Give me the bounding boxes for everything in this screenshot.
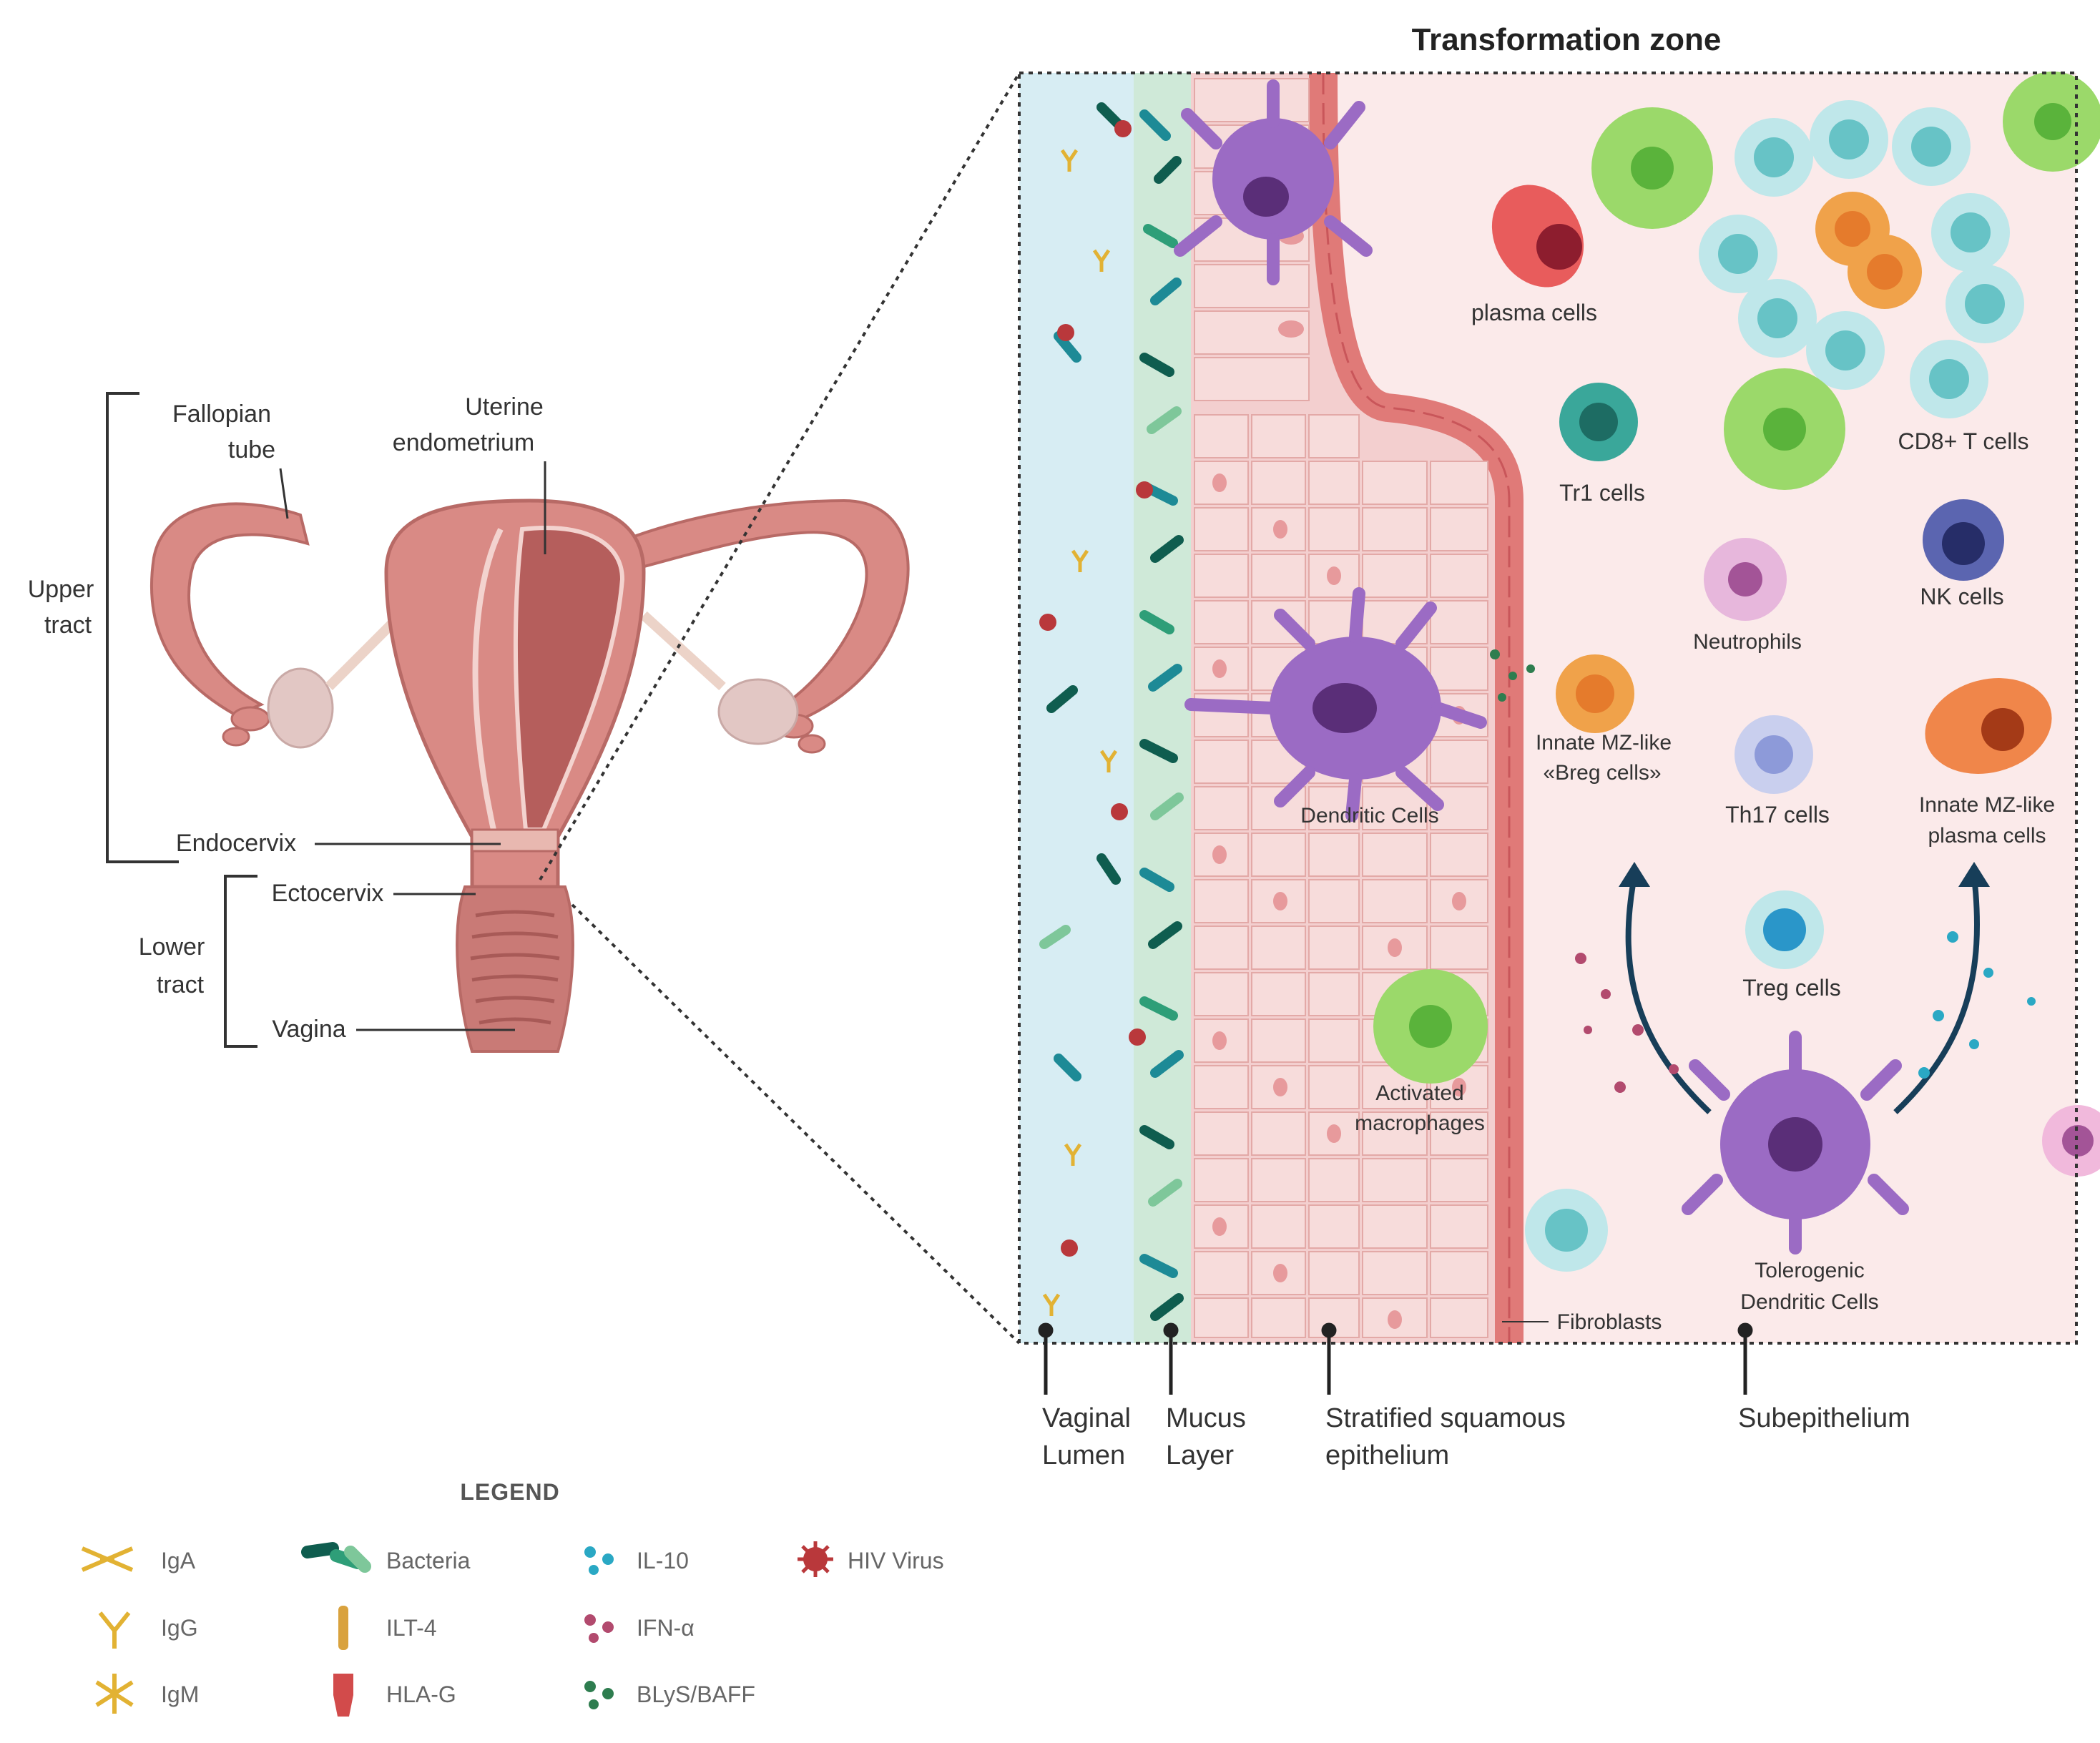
macrophages-label-1: Activated [1375, 1081, 1463, 1105]
lower-tract-label-1: Lower [139, 933, 205, 961]
tr1-cell [1559, 383, 1638, 461]
ectocervix-label: Ectocervix [272, 880, 384, 907]
mz-plasma-label-2: plasma cells [1928, 824, 2046, 848]
epithelium-label-2: epithelium [1325, 1440, 1449, 1470]
legend-ifna: IFN-α [637, 1615, 695, 1641]
treg-label: Treg cells [1742, 975, 1841, 1001]
legend-il10: IL-10 [637, 1548, 689, 1573]
il10-legend-icon [584, 1546, 614, 1575]
breg-cell [1556, 654, 1634, 733]
tolerogenic-label-1: Tolerogenic [1755, 1259, 1864, 1282]
plasma-cells-label: plasma cells [1471, 300, 1597, 325]
fallopian-tube-label-2: tube [228, 436, 275, 463]
fibroblasts-label: Fibroblasts [1557, 1310, 1662, 1334]
dendritic-label: Dendritic Cells [1300, 804, 1438, 828]
transformation-zone-panel [1018, 72, 2100, 1345]
anatomy-labels: Fallopian tube Uterine endometrium Upper… [28, 392, 546, 1048]
subepithelium-label: Subepithelium [1738, 1403, 1910, 1433]
uterine-endometrium-label-1: Uterine [465, 393, 544, 421]
legend-blys: BLyS/BAFF [637, 1681, 755, 1707]
bacteria-cluster [1039, 102, 1184, 1321]
bacteria-legend-icon [301, 1542, 371, 1573]
blys-dots [1490, 649, 1535, 702]
nk-label: NK cells [1920, 584, 2003, 609]
mz-plasma-cell [1925, 678, 2052, 774]
vaginal-lumen-label-1: Vaginal [1042, 1403, 1131, 1433]
neutrophils-label: Neutrophils [1693, 630, 1802, 654]
epithelium-label-1: Stratified squamous [1325, 1403, 1566, 1433]
igm-legend-icon [95, 1674, 134, 1714]
endocervix-label: Endocervix [176, 830, 296, 857]
dendritic-cell-top [1174, 79, 1373, 285]
legend-hiv: HIV Virus [848, 1548, 944, 1573]
neutrophil-cell [1704, 538, 1787, 621]
panel-frame [1018, 72, 2078, 1345]
lower-tract-label-2: tract [157, 971, 205, 998]
mucus-layer-region [1134, 73, 1191, 1343]
legend-bacteria: Bacteria [386, 1548, 471, 1573]
th17-label: Th17 cells [1725, 802, 1830, 828]
fallopian-tube-label-1: Fallopian [172, 401, 271, 428]
cytokine-arrow-left [1625, 875, 1712, 1114]
tr1-label: Tr1 cells [1559, 480, 1645, 506]
ilt4-legend-icon [338, 1606, 348, 1650]
legend-igm: IgM [161, 1681, 199, 1707]
th17-cell [1735, 715, 1813, 794]
activated-macrophage [1373, 969, 1488, 1084]
vaginal-lumen-label-2: Lumen [1042, 1440, 1125, 1470]
hiv-particles [1039, 120, 1153, 1257]
mz-plasma-label-1: Innate MZ-like [1919, 793, 2055, 817]
plasma-cell-top [1491, 185, 1584, 288]
legend-iga: IgA [161, 1548, 196, 1573]
uterine-endometrium-label-2: endometrium [393, 429, 534, 456]
vaginal-lumen-region [1019, 73, 1134, 1343]
ifna-dots [1575, 953, 1679, 1093]
iga-legend-icon [81, 1546, 134, 1572]
layer-labels: Vaginal Lumen Mucus Layer Stratified squ… [1042, 1403, 1910, 1470]
legend: LEGEND IgA IgG IgM Bacteria ILT-4 [81, 1479, 944, 1717]
macrophage-mid [1724, 368, 1845, 490]
macrophage-edge [2003, 72, 2100, 172]
layer-pointers [1038, 1322, 1753, 1395]
tolerogenic-dendritic-cell [1682, 1031, 1909, 1255]
upper-tract-label-2: tract [44, 612, 92, 639]
hiv-legend-icon [798, 1541, 833, 1577]
mucus-layer-label-1: Mucus [1166, 1403, 1246, 1433]
tolerogenic-label-2: Dendritic Cells [1740, 1290, 1878, 1314]
cytokine-arrow-right [1893, 875, 1980, 1114]
macrophages-label-2: macrophages [1355, 1111, 1485, 1135]
legend-ilt4: ILT-4 [386, 1615, 437, 1641]
treg-cell [1745, 890, 1824, 969]
igg-legend-icon [98, 1611, 131, 1649]
upper-tract-label-1: Upper [28, 576, 94, 603]
cd8-cell-cluster [1699, 100, 2024, 418]
cell-labels: plasma cells CD8+ T cells Tr1 cells NK c… [1300, 300, 2055, 1334]
fibroblast-cell [1525, 1189, 1608, 1272]
macrophage-top [1591, 107, 1713, 229]
antibodies-lumen [1042, 149, 1118, 1316]
nk-cell [1923, 499, 2004, 581]
ifna-legend-icon [584, 1614, 614, 1643]
vagina-label: Vagina [272, 1016, 345, 1043]
dendritic-cell-middle [1184, 587, 1487, 822]
edge-cell [2042, 1105, 2100, 1177]
legend-title: LEGEND [460, 1479, 559, 1505]
legend-igg: IgG [161, 1615, 198, 1641]
mucus-layer-label-2: Layer [1166, 1440, 1234, 1470]
breg-label-2: «Breg cells» [1543, 761, 1661, 785]
legend-hlag: HLA-G [386, 1681, 456, 1707]
figure-title: Transformation zone [1412, 22, 1722, 57]
breg-label-1: Innate MZ-like [1536, 731, 1672, 755]
uterus-illustration [149, 499, 910, 1053]
zoom-guides [539, 72, 1021, 1345]
hlag-legend-icon [333, 1674, 353, 1717]
blys-legend-icon [584, 1681, 614, 1709]
il10-dots [1918, 931, 2036, 1079]
cd8-label: CD8+ T cells [1898, 428, 2029, 454]
